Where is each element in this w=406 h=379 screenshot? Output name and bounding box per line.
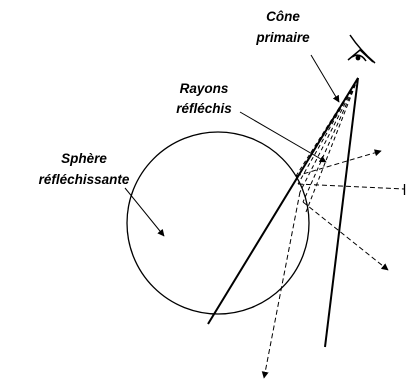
sphere-label-line2: réfléchissante xyxy=(39,172,130,187)
reflected-ray xyxy=(295,149,382,177)
incident-rays xyxy=(295,77,359,213)
primary-cone-label-line2: primaire xyxy=(255,30,310,45)
cone-pointer-arrow xyxy=(310,54,340,103)
reflected-ray xyxy=(297,183,405,190)
primary-cone-label-line1: Cône xyxy=(266,9,300,24)
reflected-rays-label-line2: réfléchis xyxy=(176,101,232,116)
reflected-rays xyxy=(261,149,405,379)
reflected-ray xyxy=(302,201,389,271)
reflected-rays-label-line1: Rayons xyxy=(180,81,229,96)
eye-icon xyxy=(347,34,376,64)
reflected-ray xyxy=(261,191,301,379)
sphere-pointer-arrow xyxy=(124,187,165,237)
primary-cone-edge-right xyxy=(324,77,359,348)
sphere-label-line1: Sphère xyxy=(61,151,107,166)
primary-cone-edge-left xyxy=(207,77,359,325)
reflecting-sphere xyxy=(126,131,310,315)
rays-pointer-arrow xyxy=(239,111,327,163)
